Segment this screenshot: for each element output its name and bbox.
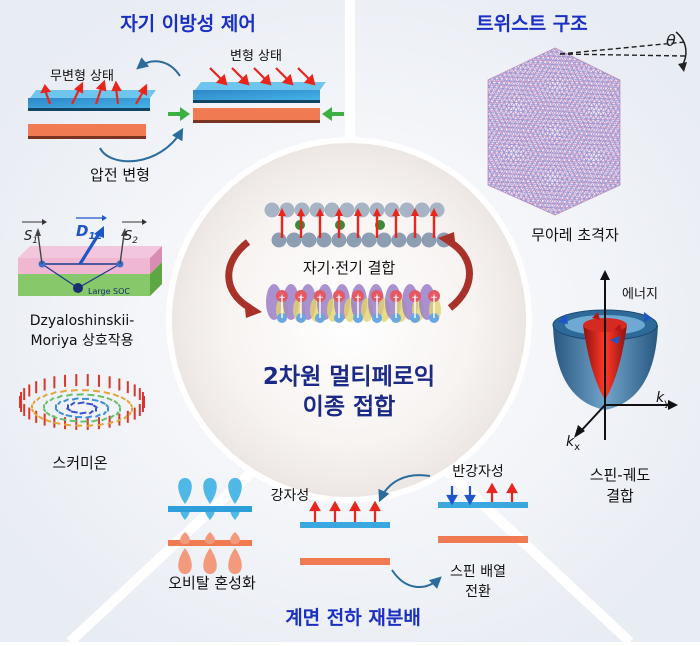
dmi-large-soc: Large SOC	[88, 287, 130, 296]
twist-angle-symbol: θ	[666, 31, 676, 50]
skyrmion-spin	[98, 396, 104, 397]
label-unstrained: 무변형 상태	[50, 69, 114, 84]
label-antiferro: 반강자성	[452, 464, 504, 480]
skyrmion-spin	[80, 413, 87, 414]
atom	[302, 233, 317, 248]
skyrmion-spin	[71, 411, 78, 412]
label-orbital: 오비탈 혼성화	[168, 574, 256, 592]
skyrmion-spin	[131, 404, 133, 407]
label-piezo: 압전 변형	[90, 166, 150, 184]
label-switch-line1: 스핀 배열	[450, 564, 506, 580]
title-interface: 계면 전하 재분배	[285, 607, 421, 629]
atom	[377, 233, 392, 248]
center-title-line2: 이종 접합	[303, 394, 396, 420]
skyrmion-spin	[32, 409, 34, 412]
skyrmion-spin	[86, 425, 93, 426]
title-twist: 트위스트 구조	[476, 13, 588, 35]
atom	[392, 233, 407, 248]
skyrmion-spin	[129, 412, 131, 415]
label-skyrmion: 스커미온	[52, 454, 107, 472]
skyrmion-spin	[93, 391, 100, 392]
dmi-label-line2: Moriya 상호작용	[30, 333, 133, 349]
atom	[347, 233, 362, 248]
dmi-label-line1: Dzyaloshinskii-	[30, 313, 135, 329]
skyrmion-spin	[85, 416, 91, 417]
skyrmion-spin	[91, 420, 97, 421]
label-coupling: 자기·전기 결합	[303, 259, 396, 277]
atom	[317, 233, 332, 248]
title-anisotropy: 자기 이방성 제어	[120, 13, 256, 35]
label-ferro: 강자성	[271, 488, 310, 504]
label-strained: 변형 상태	[230, 49, 282, 64]
skyrmion-spin	[71, 390, 78, 391]
atom	[362, 233, 377, 248]
center-title-line1: 2차원 멀티페로익	[263, 364, 435, 390]
skyrmion-spin	[64, 424, 71, 425]
skyrmion-spin	[60, 419, 66, 420]
skyrmion-spin	[92, 400, 98, 401]
atom	[265, 203, 280, 218]
skyrmion-spin	[66, 415, 72, 416]
label-switch-line2: 전환	[465, 584, 491, 600]
skyrmion-spin	[86, 403, 93, 404]
soc-energy-label: 에너지	[622, 287, 658, 302]
label-moire: 무아레 초격자	[531, 226, 619, 244]
atom	[287, 233, 302, 248]
atom	[272, 233, 287, 248]
soc-label-line2: 결합	[606, 487, 634, 505]
skyrmion-spin	[72, 398, 78, 399]
soc-label-line1: 스핀-궤도	[590, 466, 651, 484]
skyrmion-spin	[66, 394, 72, 395]
skyrmion-spin	[78, 402, 85, 403]
skyrmion-spin	[33, 401, 35, 404]
